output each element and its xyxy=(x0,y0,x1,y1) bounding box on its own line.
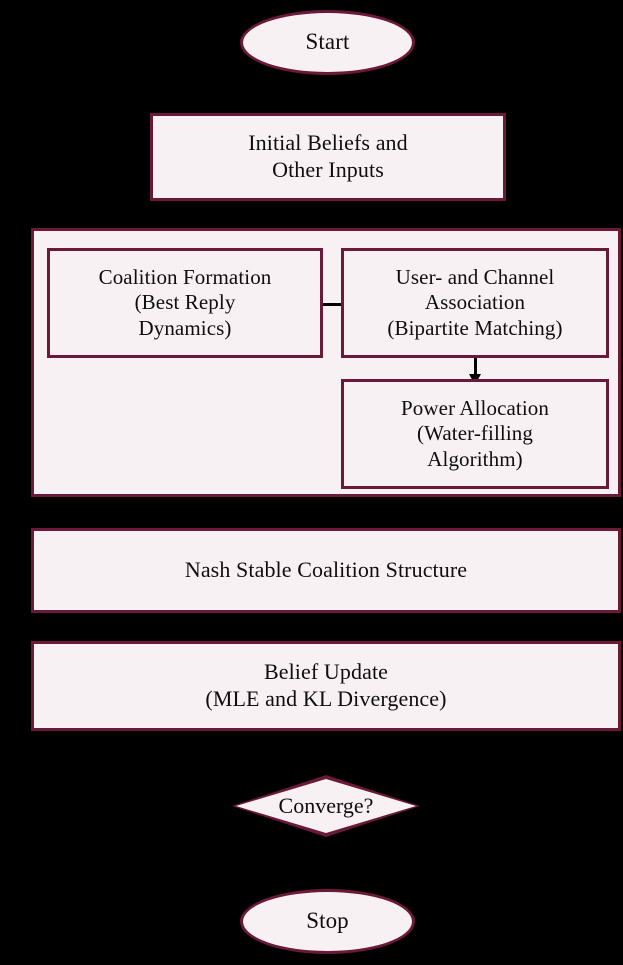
node-start-label: Start xyxy=(305,29,350,55)
edge-power-to-nash xyxy=(321,497,335,528)
node-stop-label: Stop xyxy=(306,908,349,934)
node-converge[interactable]: Converge? xyxy=(232,775,420,837)
node-user-channel-association[interactable]: User- and Channel Association (Bipartite… xyxy=(341,248,609,358)
edge-belief-to-converge xyxy=(321,731,335,775)
node-inputs-label: Initial Beliefs and Other Inputs xyxy=(248,130,408,182)
node-belief-update-label: Belief Update (MLE and KL Divergence) xyxy=(205,659,447,711)
node-nash-stable[interactable]: Nash Stable Coalition Structure xyxy=(31,528,621,613)
node-start[interactable]: Start xyxy=(240,10,415,75)
node-power-allocation-label: Power Allocation (Water-filling Algorith… xyxy=(401,395,549,471)
node-user-channel-association-label: User- and Channel Association (Bipartite… xyxy=(387,264,563,340)
algorithm-stage-container: Coalition Formation (Best Reply Dynamics… xyxy=(31,228,621,497)
node-stop[interactable]: Stop xyxy=(240,889,415,954)
node-nash-stable-label: Nash Stable Coalition Structure xyxy=(184,557,468,583)
edge-nash-to-belief xyxy=(321,613,335,641)
edge-converge-to-stop xyxy=(321,837,335,889)
edge-inputs-to-coalition xyxy=(321,201,335,229)
edge-start-to-inputs xyxy=(321,75,335,113)
node-belief-update[interactable]: Belief Update (MLE and KL Divergence) xyxy=(31,641,621,731)
node-power-allocation[interactable]: Power Allocation (Water-filling Algorith… xyxy=(341,379,609,489)
node-inputs[interactable]: Initial Beliefs and Other Inputs xyxy=(150,113,506,201)
node-converge-label: Converge? xyxy=(278,793,374,818)
node-coalition-formation-label: Coalition Formation (Best Reply Dynamics… xyxy=(98,264,272,340)
node-coalition-formation[interactable]: Coalition Formation (Best Reply Dynamics… xyxy=(47,248,323,358)
